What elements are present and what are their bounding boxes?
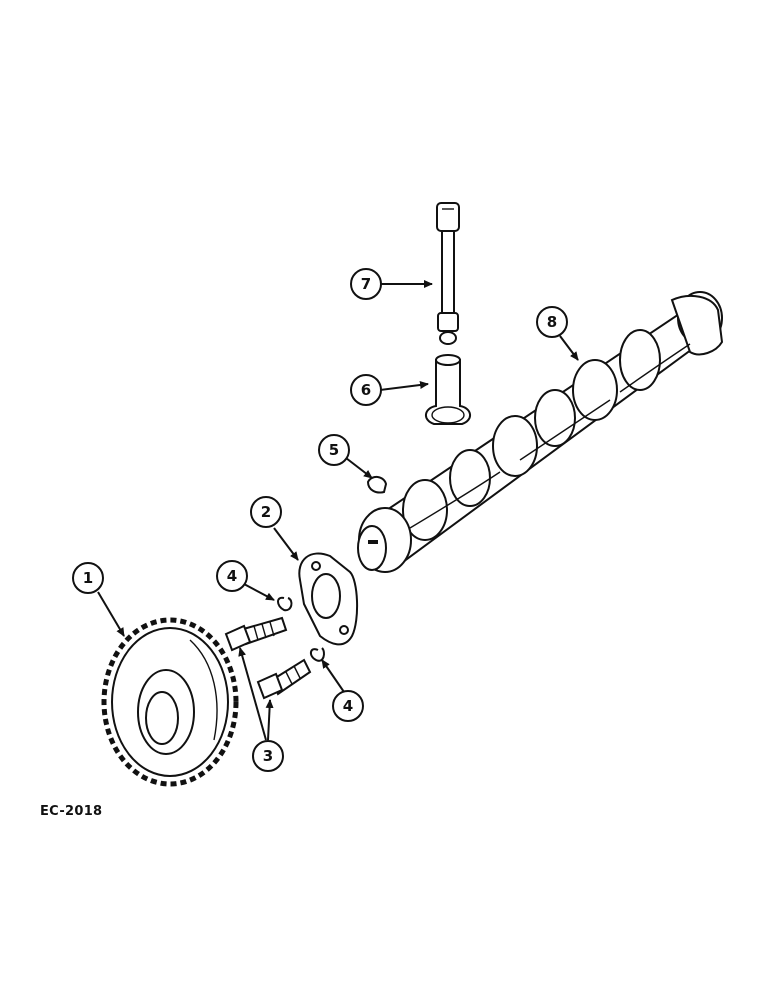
leader-2	[273, 527, 299, 561]
bolt-lower	[256, 658, 312, 700]
push-rod	[436, 202, 460, 345]
callout-4-lower: 4	[332, 690, 364, 722]
camshaft-gear	[101, 617, 239, 787]
woodruff-key	[366, 476, 388, 494]
leader-3b	[265, 699, 274, 741]
bolt-upper	[224, 616, 288, 652]
callout-4-upper: 4	[216, 560, 248, 592]
callout-7: 7	[350, 268, 382, 300]
leader-6	[379, 381, 429, 391]
leader-5	[345, 457, 373, 479]
svg-text:4: 4	[343, 697, 353, 715]
camshaft	[357, 291, 724, 573]
callout-5: 5	[318, 434, 350, 466]
callout-8: 8	[536, 306, 568, 338]
svg-text:8: 8	[547, 313, 557, 331]
svg-text:7: 7	[361, 275, 371, 293]
callout-3: 3	[252, 740, 284, 772]
svg-text:1: 1	[83, 569, 93, 587]
callout-6: 6	[350, 374, 382, 406]
leader-4b	[321, 659, 345, 693]
svg-text:4: 4	[227, 567, 237, 585]
callout-2: 2	[250, 496, 282, 528]
svg-text:3: 3	[263, 747, 273, 765]
lock-washer-lower	[310, 647, 325, 662]
svg-text:6: 6	[361, 381, 371, 399]
thrust-plate	[298, 552, 359, 646]
leader-1	[97, 591, 125, 637]
leader-lines	[97, 280, 579, 741]
tappet	[425, 354, 471, 425]
figure-code: EC-2018	[40, 804, 103, 819]
leader-8	[559, 335, 579, 361]
svg-text:2: 2	[261, 503, 271, 521]
lock-washer-upper	[277, 596, 293, 612]
leader-3a	[238, 647, 267, 741]
leader-4a	[243, 583, 275, 601]
callout-1: 1	[72, 562, 104, 594]
svg-text:5: 5	[329, 441, 339, 459]
